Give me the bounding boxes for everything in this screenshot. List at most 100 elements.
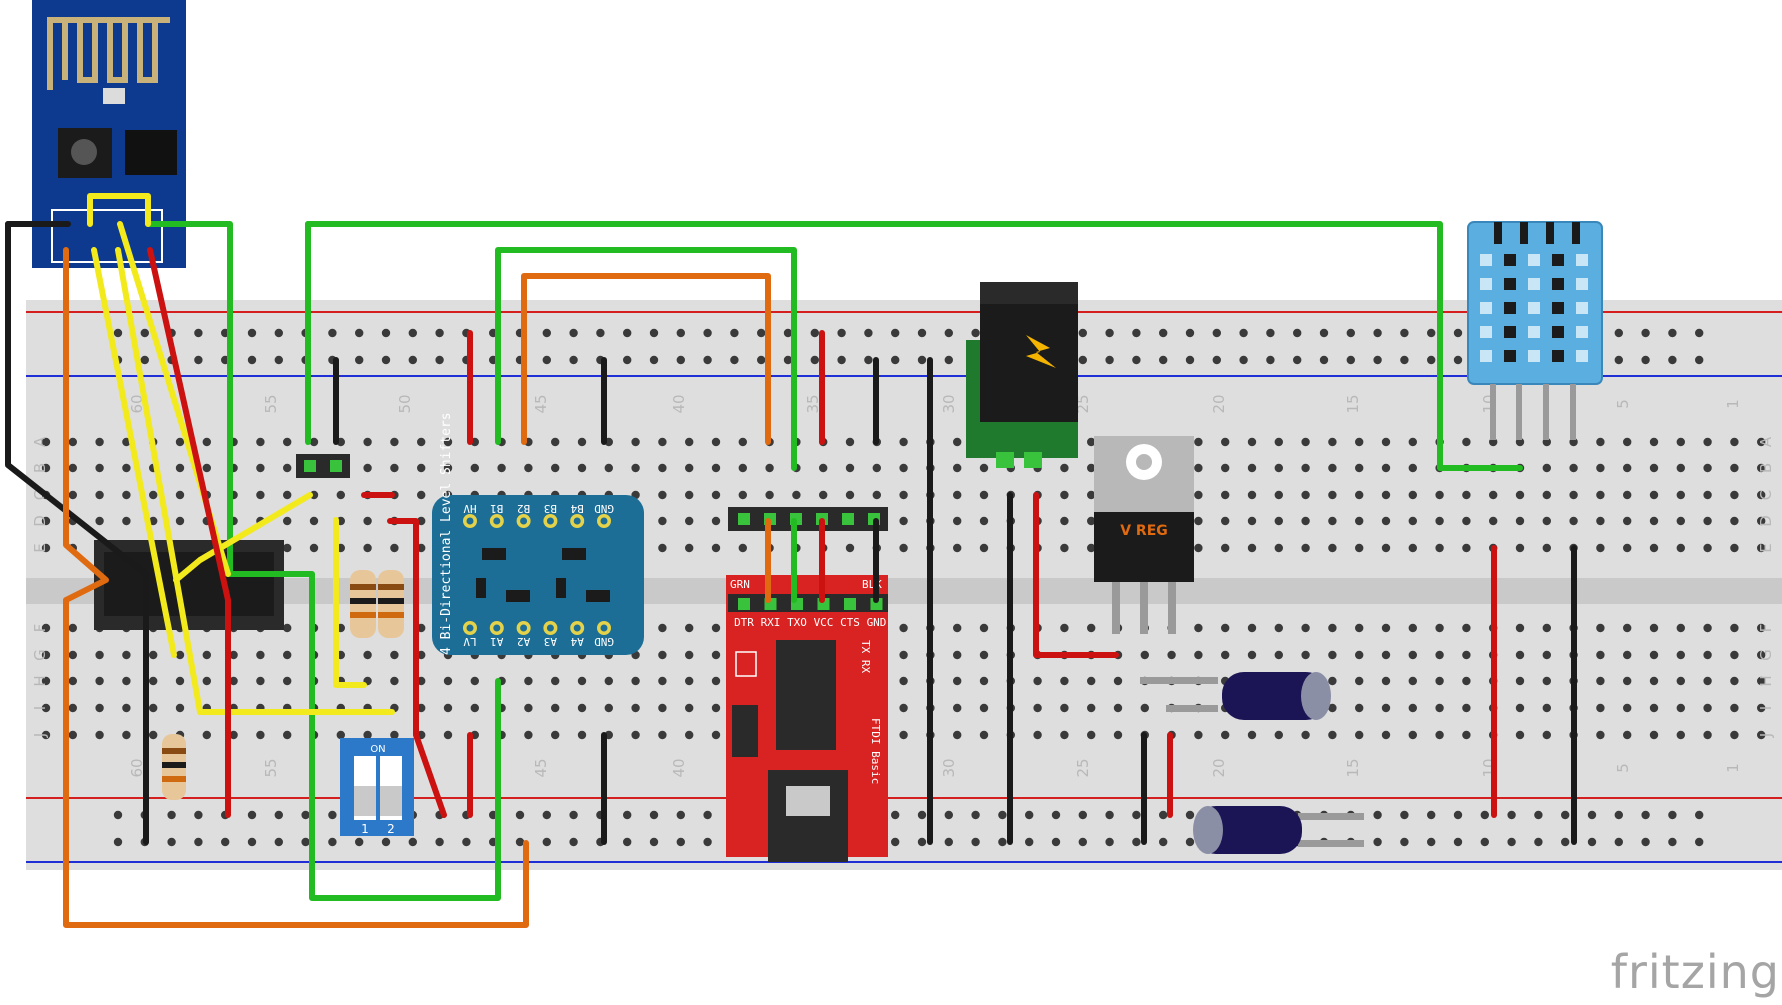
level-shifter-pin-label: A4 [570,635,584,648]
breadboard-hole [1730,730,1739,740]
rail-hole [1159,810,1168,820]
breadboard-hole [658,437,667,447]
breadboard-hole [765,463,774,473]
row-letter-left: C [31,490,49,500]
breadboard-hole [149,676,158,686]
rail-hole [1427,355,1436,365]
breadboard-hole [1596,543,1605,553]
rail-hole [381,355,391,365]
breadboard-hole [1194,463,1203,473]
rail-hole [1695,810,1704,820]
rail-hole [1319,328,1329,338]
rail-hole [917,810,927,820]
rail-hole [891,837,900,847]
rail-hole [891,328,900,338]
breadboard-hole [1703,730,1712,740]
breadboard-hole [68,650,78,660]
breadboard-hole [899,676,908,686]
ftdi-board-label: FTDI Basic [869,718,882,784]
breadboard-hole [1757,730,1766,740]
breadboard-hole [1221,650,1230,660]
breadboard-hole [1676,437,1686,447]
breadboard-hole [1649,703,1659,713]
breadboard-hole [1247,650,1257,660]
breadboard-hole [1221,516,1230,526]
breadboard-hole [685,490,694,500]
rail-hole [1668,355,1677,365]
breadboard-hole [1355,623,1364,633]
breadboard-hole [899,516,908,526]
breadboard-hole [68,490,78,500]
breadboard-hole [1328,543,1337,553]
rail-hole [462,837,471,847]
rail-hole [408,837,417,847]
column-number-bottom: 40 [670,758,688,777]
breadboard-hole [175,676,185,686]
yellow-wire [115,247,203,715]
breadboard-hole [417,437,426,447]
row-letter-left: E [31,543,49,552]
breadboard-hole [899,543,908,553]
breadboard-hole [577,463,587,473]
breadboard-hole [738,490,747,500]
breadboard-hole [1221,437,1230,447]
breadboard-hole [1462,623,1471,633]
rail-hole [247,810,257,820]
breadboard-hole [256,650,265,660]
breadboard-hole [551,676,560,686]
breadboard-hole [336,730,345,740]
breadboard-hole [551,437,560,447]
breadboard-hole [1060,516,1069,526]
breadboard-hole [1649,730,1659,740]
breadboard-hole [417,650,426,660]
rail-hole [194,355,203,365]
breadboard-hole [95,516,104,526]
breadboard-hole [631,437,640,447]
rail-hole [676,328,685,338]
rail-hole [1293,355,1302,365]
row-letter-right: E [1757,543,1775,552]
breadboard-hole [685,703,694,713]
breadboard-hole [1328,516,1337,526]
level-shifter-pin-hole [573,517,581,525]
lightning-icon [1026,335,1056,368]
breadboard-hole [1542,703,1552,713]
breadboard-hole [899,463,908,473]
rail-hole [703,355,712,365]
column-number-bottom: 60 [128,758,146,777]
breadboard-hole [1596,516,1605,526]
breadboard-hole [1757,490,1766,500]
breadboard-hole [845,437,855,447]
rail-hole [837,355,846,365]
breadboard-hole [1381,703,1391,713]
rail-hole [1534,810,1543,820]
rail-hole [676,837,685,847]
breadboard-hole [1194,437,1203,447]
breadboard-hole [175,490,185,500]
rail-hole [1587,810,1597,820]
rail-hole [676,810,685,820]
breadboard-hole [1542,650,1552,660]
breadboard-hole [685,730,694,740]
breadboard-hole [1542,463,1552,473]
breadboard-hole [1381,437,1391,447]
breadboard-hole [95,703,104,713]
breadboard-hole [1515,623,1525,633]
breadboard-hole [283,730,292,740]
rail-hole [623,328,632,338]
breadboard-hole [1649,650,1659,660]
rail-hole [917,837,927,847]
level-shifter-pin-hole [520,517,528,525]
rail-hole [1641,328,1650,338]
breadboard-hole [1408,543,1418,553]
breadboard-hole [551,730,560,740]
breadboard-hole [1596,703,1605,713]
breadboard-hole [1757,463,1766,473]
breadboard-hole [1113,676,1123,686]
breadboard-hole [1515,730,1525,740]
breadboard-hole [41,437,51,447]
column-number-top: 20 [1210,394,1228,413]
level-shifter-title: 4 Bi-Directional Level Shifters [439,412,454,655]
breadboard-hole [1408,703,1418,713]
breadboard-hole [1676,463,1686,473]
